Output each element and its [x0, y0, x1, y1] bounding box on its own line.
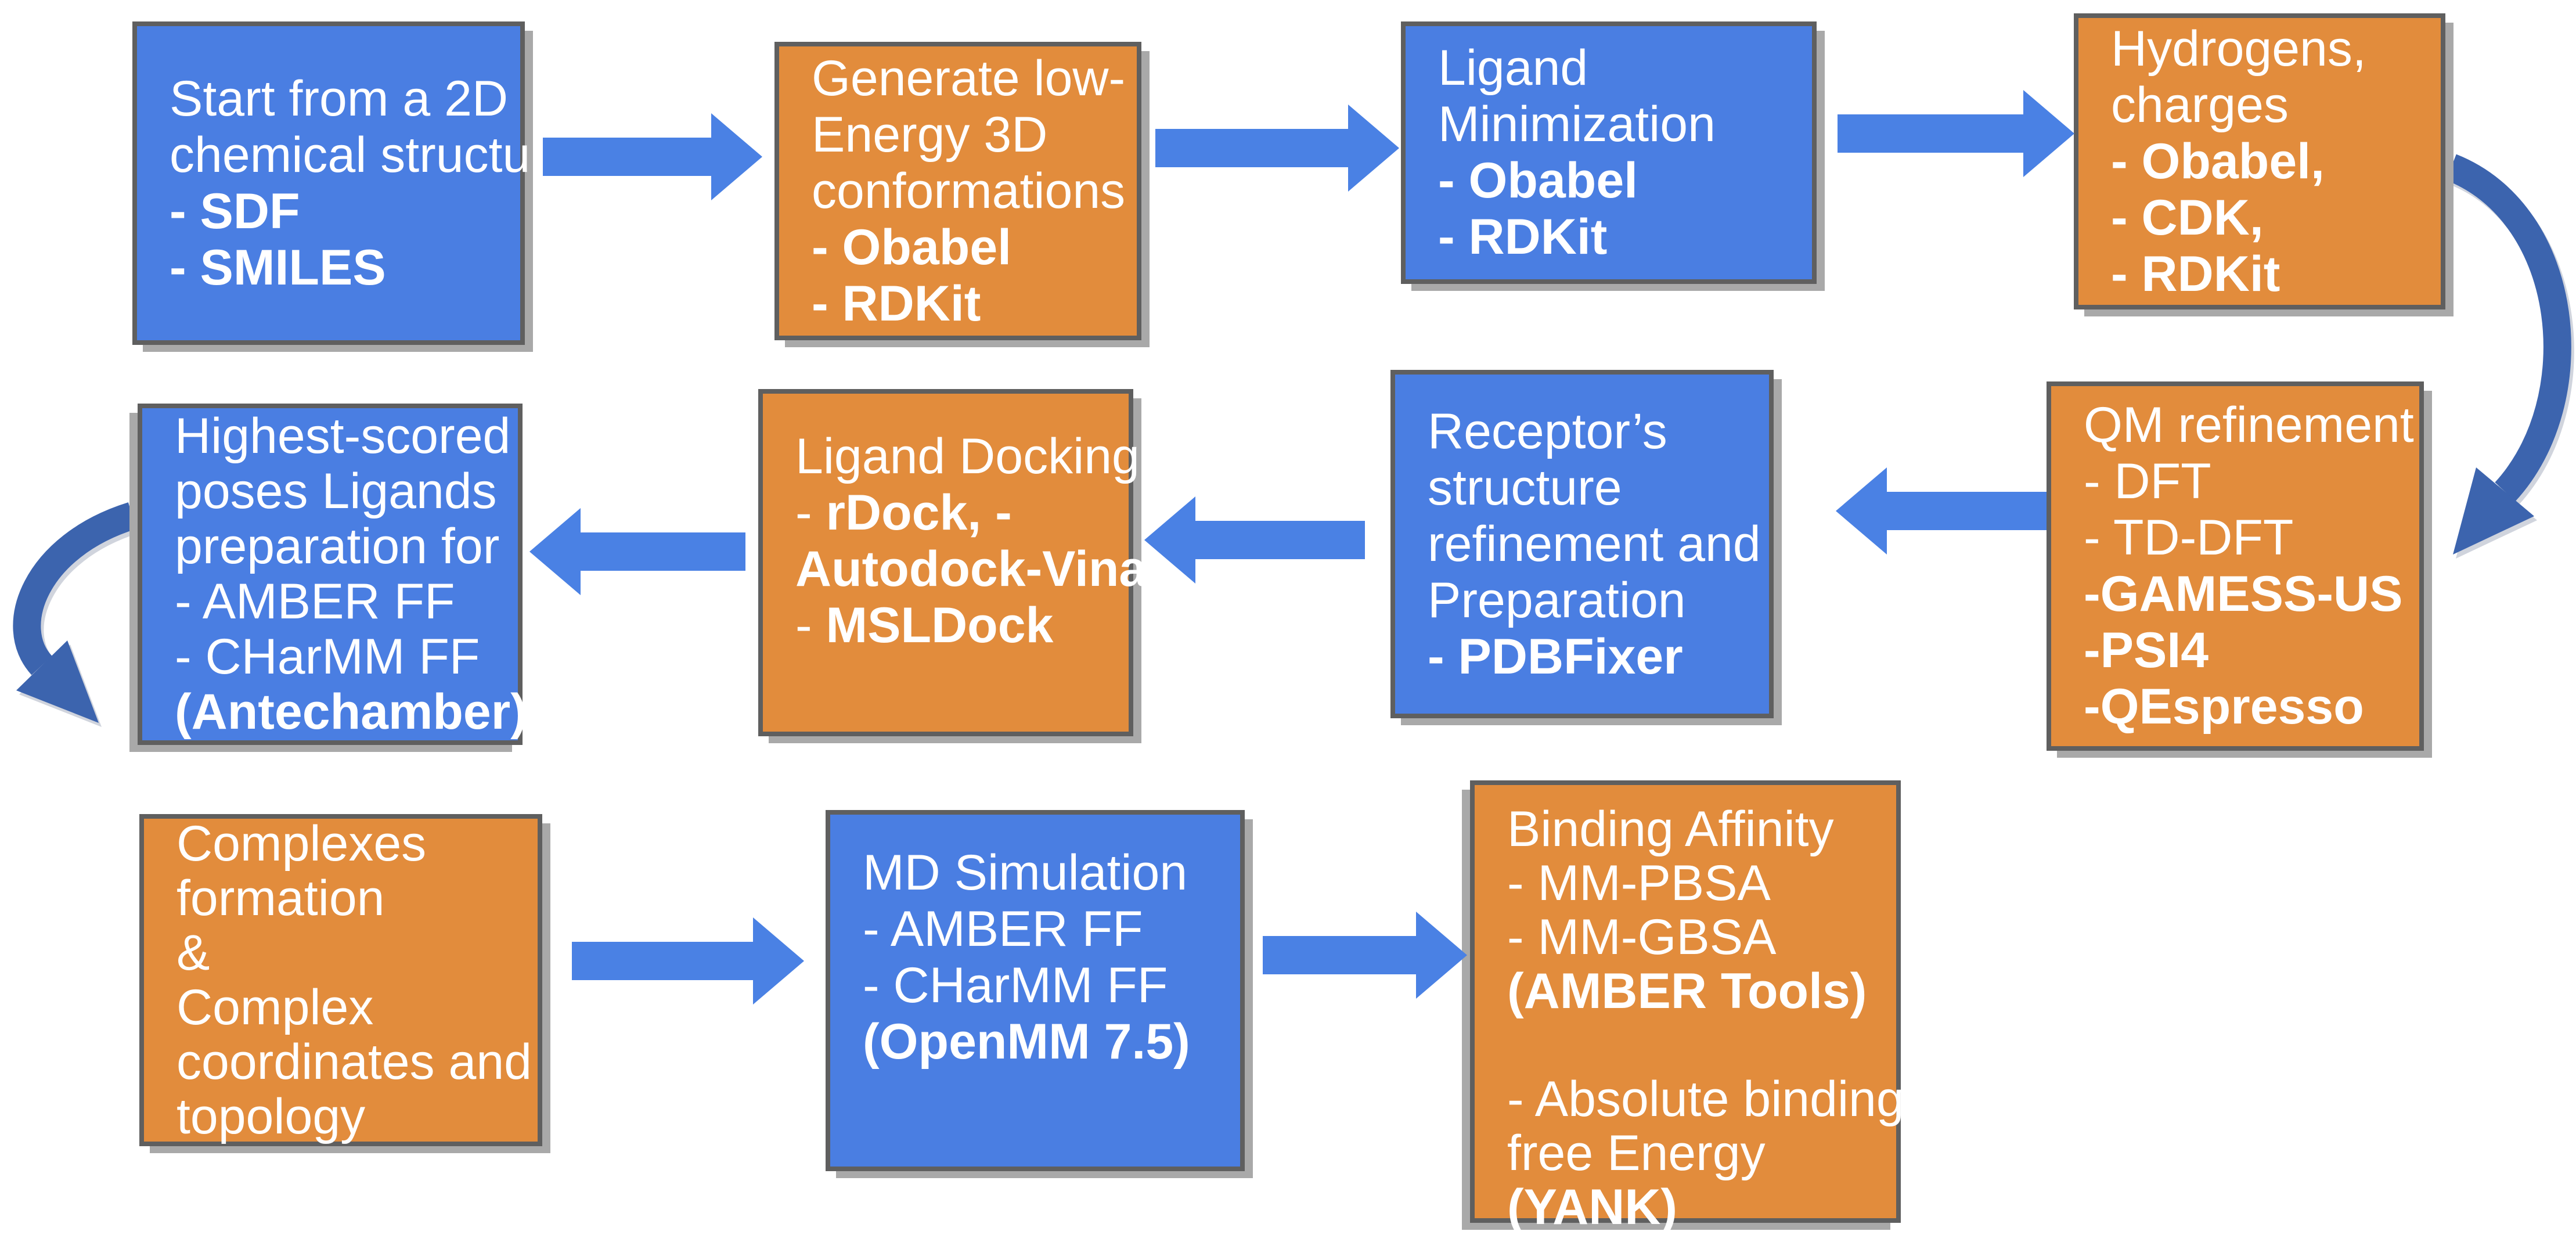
- node-text-line: MD Simulation: [863, 845, 1188, 901]
- curved-arrow-hydrogens-to-qm: [2445, 154, 2571, 502]
- node-text-line: charges: [2111, 77, 2289, 133]
- node-text-line: (AMBER Tools): [1507, 963, 1867, 1019]
- node-text-line: - PDBFixer: [1428, 628, 1683, 685]
- arrow-conformations-to-minimization: [1155, 105, 1399, 192]
- node-text-line: preparation for: [175, 519, 500, 574]
- node-text-line: (YANK): [1507, 1179, 1678, 1235]
- node-text-line: -QEspresso: [2084, 679, 2364, 735]
- node-text-line: free Energy: [1507, 1125, 1766, 1181]
- arrow-qm-to-receptor: [1836, 467, 2047, 555]
- arrow-docking-to-poses: [529, 508, 745, 595]
- node-text-line: formation: [176, 870, 385, 926]
- node-text-line: &: [176, 925, 210, 981]
- node-text-line: chemical structure: [170, 127, 575, 183]
- node-text-line: - SMILES: [170, 239, 386, 296]
- node-text-line: - Obabel,: [2111, 133, 2325, 189]
- node-text-line: Complex: [176, 980, 374, 1035]
- node-text-line: - rDock, -: [795, 485, 1012, 541]
- node-text-line: Highest-scored: [175, 408, 511, 464]
- node-text-line: [1507, 1018, 1879, 1072]
- node-binding-affinity: Binding Affinity- MM-PBSA- MM-GBSA(AMBER…: [1470, 780, 1904, 1234]
- node-text-line: - DFT: [2084, 453, 2211, 509]
- node-text-line: - Obabel: [1438, 153, 1638, 208]
- curved-arrowhead-poses-to-complexes: [16, 640, 99, 723]
- node-text-line: poses Ligands: [175, 463, 497, 519]
- node-text-line: Receptor’s: [1428, 403, 1667, 459]
- node-text-line: -PSI4: [2084, 622, 2209, 678]
- node-text-line: Energy 3D: [812, 106, 1048, 163]
- node-text-line: - Absolute binding: [1507, 1071, 1904, 1127]
- node-text-line: refinement and: [1428, 516, 1761, 572]
- node-text-line: Hydrogens,: [2111, 20, 2366, 77]
- node-text-line: - AMBER FF: [175, 574, 455, 629]
- arrow-start-to-conformations: [543, 113, 762, 200]
- arrow-receptor-to-docking: [1144, 496, 1365, 584]
- node-text-line: - MM-GBSA: [1507, 909, 1777, 965]
- node-text-line: Ligand Docking: [795, 429, 1140, 484]
- node-text-line: (OpenMM 7.5): [863, 1014, 1190, 1070]
- node-text-line: (Antechamber): [175, 684, 527, 740]
- node-text-line: topology: [176, 1089, 366, 1144]
- curved-arrow-poses-to-complexes: [13, 502, 137, 675]
- node-text-line: - AMBER FF: [863, 901, 1143, 957]
- node-text-line: - CHarMM FF: [863, 957, 1168, 1013]
- node-text-line: Generate low-: [812, 50, 1126, 106]
- node-qm-refinement: QM refinement- DFT- TD-DFT-GAMESS-US-PSI…: [2047, 381, 2424, 751]
- curved-arrowhead-hydrogens-to-qm: [2453, 467, 2534, 555]
- node-ligand-docking: Ligand Docking- rDock, -Autodock-Vina- M…: [758, 389, 1147, 736]
- arrow-complexes-to-md: [572, 917, 804, 1005]
- node-text-line: conformations: [812, 163, 1126, 219]
- node-text-line: Preparation: [1428, 572, 1686, 628]
- arrow-minimization-to-hydrogens: [1838, 90, 2074, 177]
- node-md-simulation: MD Simulation- AMBER FF- CHarMM FF(OpenM…: [826, 810, 1245, 1171]
- node-text-line: - RDKit: [812, 275, 981, 332]
- node-text-line: Complexes: [176, 816, 427, 872]
- node-text-line: - CDK,: [2111, 189, 2264, 246]
- node-text-line: coordinates and: [176, 1034, 532, 1090]
- node-text-line: structure: [1428, 459, 1622, 516]
- node-text-line: Minimization: [1438, 96, 1716, 152]
- node-text-line: Ligand: [1438, 40, 1588, 96]
- node-text-line: Binding Affinity: [1507, 801, 1834, 857]
- node-text-line: - CHarMM FF: [175, 629, 480, 685]
- node-text-line: - Obabel: [812, 219, 1012, 275]
- arrow-md-to-binding: [1263, 912, 1467, 999]
- node-text-line: - RDKit: [1438, 209, 1608, 265]
- node-text-line: - SDF: [170, 183, 300, 239]
- node-text-line: QM refinement: [2084, 397, 2414, 453]
- node-text-line: - RDKit: [2111, 246, 2280, 302]
- node-text-line: Autodock-Vina: [795, 541, 1147, 597]
- node-text-line: Start from a 2D: [170, 70, 509, 127]
- node-text-line: - MM-PBSA: [1507, 855, 1771, 911]
- node-text-line: - TD-DFT: [2084, 510, 2294, 566]
- node-hydrogens-charges: Hydrogens,charges- Obabel,- CDK,- RDKit: [2074, 13, 2445, 309]
- node-text-line: - MSLDock: [795, 597, 1054, 653]
- node-text-line: -GAMESS-US: [2084, 566, 2403, 622]
